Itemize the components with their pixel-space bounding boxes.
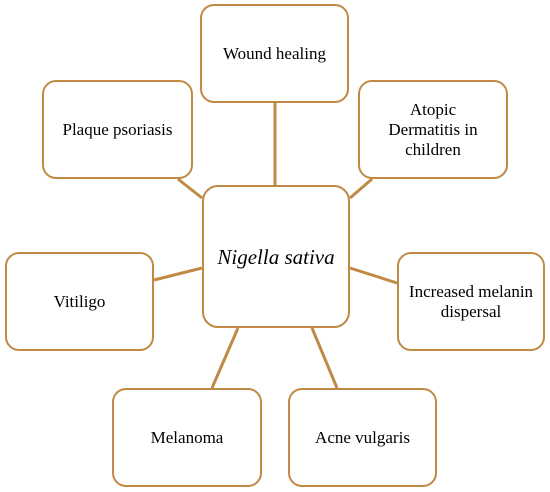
node-increased-melanin-dispersal: Increased melanin dispersal	[397, 252, 545, 351]
node-center-label: Nigella sativa	[217, 244, 335, 269]
node-increased-melanin-dispersal-label: Increased melanin dispersal	[408, 281, 534, 321]
node-acne-vulgaris: Acne vulgaris	[288, 388, 437, 487]
node-vitiligo-label: Vitiligo	[53, 291, 106, 311]
node-acne-vulgaris-label: Acne vulgaris	[315, 427, 410, 447]
node-atopic-dermatitis: Atopic Dermatitis in children	[358, 80, 508, 179]
node-vitiligo: Vitiligo	[5, 252, 154, 351]
node-melanoma-label: Melanoma	[150, 427, 224, 447]
connector-vitiligo	[153, 266, 203, 282]
connector-plaque-psoriasis	[177, 177, 203, 200]
node-plaque-psoriasis-label: Plaque psoriasis	[62, 119, 173, 139]
node-plaque-psoriasis: Plaque psoriasis	[42, 80, 193, 179]
node-center-nigella-sativa: Nigella sativa	[202, 185, 350, 328]
node-atopic-dermatitis-label: Atopic Dermatitis in children	[388, 99, 478, 159]
node-melanoma: Melanoma	[112, 388, 262, 487]
connector-acne-vulgaris	[310, 327, 339, 389]
node-wound-healing-label: Wound healing	[223, 43, 326, 63]
connector-melanin-dispersal	[349, 266, 398, 285]
connector-melanoma	[210, 327, 240, 389]
node-wound-healing: Wound healing	[200, 4, 349, 103]
connector-atopic-dermatitis	[349, 177, 373, 200]
